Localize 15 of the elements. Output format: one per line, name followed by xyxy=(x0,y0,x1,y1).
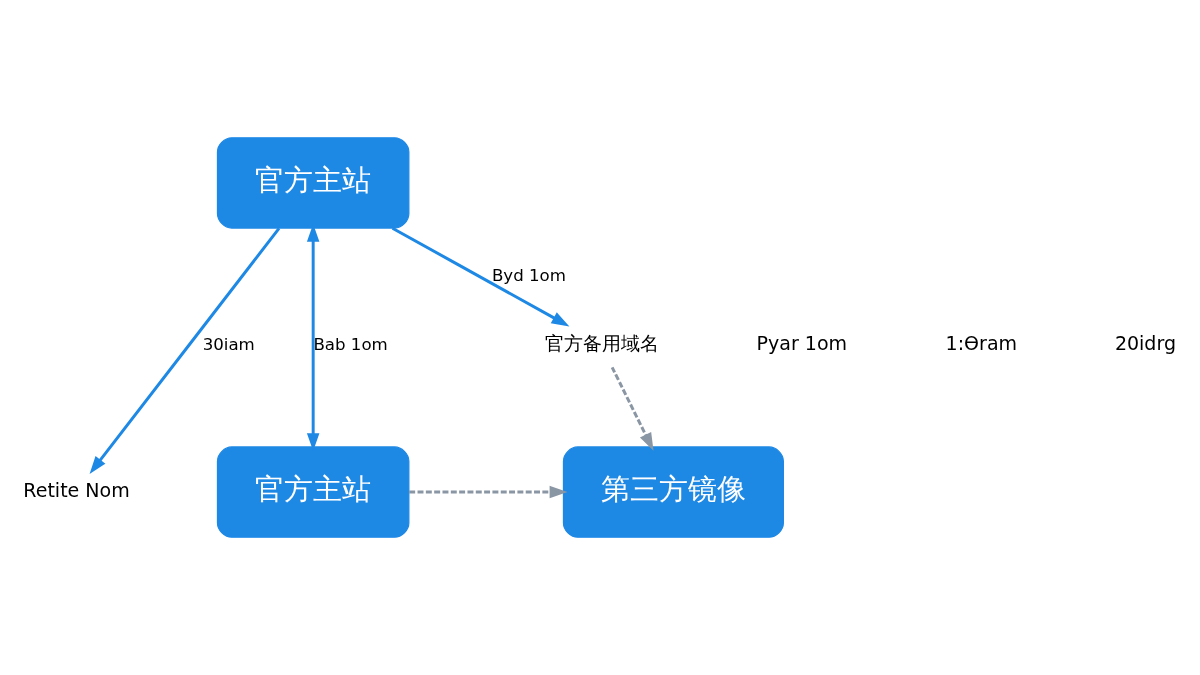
label: 1:Өram xyxy=(945,332,1018,355)
node-box: 官方主站 xyxy=(216,446,410,538)
arrow xyxy=(409,485,568,499)
arrow xyxy=(391,226,570,327)
edge-label: Byd 1om xyxy=(491,265,566,285)
node-text: 官方备用域名 xyxy=(545,332,660,355)
node-text: Retite Nom xyxy=(23,478,130,501)
label: 20idrg xyxy=(1114,332,1176,355)
arrow xyxy=(89,227,281,474)
arrow xyxy=(610,366,654,451)
edge-label: Bab 1om xyxy=(313,335,388,355)
label: Pyar 1om xyxy=(756,332,848,355)
edge-label: 30iam xyxy=(202,335,255,355)
node-box: 第三方镜像 xyxy=(562,446,784,538)
node-box: 官方主站 xyxy=(216,137,410,229)
